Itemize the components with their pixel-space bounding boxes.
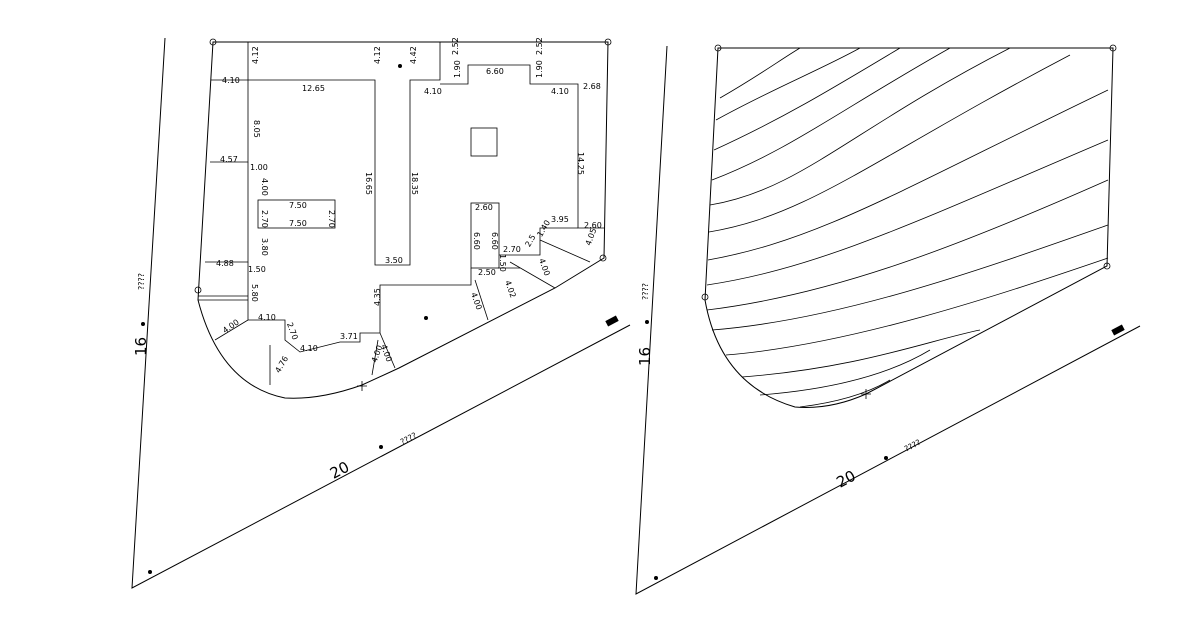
left-south-name-label: ????: [399, 431, 418, 447]
dim-label: 3.80: [260, 238, 269, 256]
right-south-length-label: 20: [833, 467, 858, 492]
dim-label: 2.70: [327, 210, 336, 228]
dim-label: 7.50: [289, 219, 307, 228]
dim-label: 4.12: [251, 46, 260, 64]
dim-label: 18.35: [410, 172, 419, 195]
dim-label: 14.25: [576, 152, 585, 175]
dim-label: 4.02: [503, 279, 518, 299]
dim-label: 2.70: [285, 321, 300, 341]
right-west-length-label: 16: [636, 347, 654, 366]
dim-label: 2.60: [584, 221, 602, 230]
dim-label: 4.10: [258, 313, 276, 322]
dim-label: 5.80: [250, 284, 259, 302]
dim-label: 2.70: [503, 245, 521, 254]
dim-label: 4.88: [216, 259, 234, 268]
dim-label: 4.57: [220, 155, 238, 164]
right-building-outline: [704, 47, 1114, 408]
dim-label: 4.00: [221, 318, 241, 336]
dim-label: 6.60: [490, 232, 499, 250]
dim-label: 2.50: [478, 268, 496, 277]
dim-label: 6.60: [472, 232, 481, 250]
dim-label: 7.50: [289, 201, 307, 210]
dim-label: 3.71: [340, 332, 358, 341]
dim-label: 4.00: [537, 257, 552, 277]
dim-label: 2.52: [451, 37, 460, 55]
dim-label: 2.68: [583, 82, 601, 91]
dim-label: 3.50: [385, 256, 403, 265]
left-site-plan: 4.12 4.12 4.42 2.52 2.52 1.90 6.60 1.90 …: [131, 37, 631, 589]
dim-label: 1.00: [250, 163, 268, 172]
left-south-length-label: 20: [327, 458, 352, 483]
right-corner-markers: [645, 44, 1125, 580]
left-interior-walls: [198, 42, 604, 385]
left-west-length-label: 16: [132, 337, 150, 356]
dim-label: 4.10: [424, 87, 442, 96]
left-dimension-labels: 4.12 4.12 4.42 2.52 2.52 1.90 6.60 1.90 …: [216, 37, 602, 374]
dim-label: 12.65: [302, 84, 325, 93]
dim-label: 4.00: [260, 178, 269, 196]
dim-label: 4.10: [222, 76, 240, 85]
dim-label: 1.90: [453, 60, 462, 78]
dim-label: 2.5: [523, 233, 537, 249]
dim-label: 2.60: [475, 203, 493, 212]
dim-label: 6.60: [486, 67, 504, 76]
dim-label: 2.52: [535, 37, 544, 55]
right-lot-boundary: [635, 45, 1141, 595]
dim-label: 4.76: [273, 355, 290, 375]
dim-label: 4.00: [469, 291, 484, 311]
dim-label: 16.65: [364, 172, 373, 195]
dim-label: 4.12: [373, 46, 382, 64]
dim-label: 1.40: [535, 219, 552, 239]
left-lot-boundary: [131, 37, 631, 589]
dim-label: 1.90: [535, 60, 544, 78]
dim-label: 1.50: [248, 265, 266, 274]
dim-label: 4.10: [300, 344, 318, 353]
dim-label: 4.42: [409, 46, 418, 64]
left-column-box: [470, 127, 498, 157]
right-site-plan: 16 ???? 20 ????: [635, 44, 1141, 595]
dim-label: 3.95: [551, 215, 569, 224]
dim-label: 4.35: [373, 288, 382, 306]
dim-label: 8.05: [252, 120, 261, 138]
right-contour-lines: [706, 47, 1109, 408]
left-west-name-label: ????: [137, 273, 146, 290]
right-west-name-label: ????: [641, 283, 650, 300]
right-south-name-label: ????: [903, 438, 922, 454]
dim-label: 4.10: [551, 87, 569, 96]
dim-label: 2.70: [260, 210, 269, 228]
dim-label: 1.50: [498, 254, 507, 272]
left-corner-markers: [141, 38, 619, 574]
